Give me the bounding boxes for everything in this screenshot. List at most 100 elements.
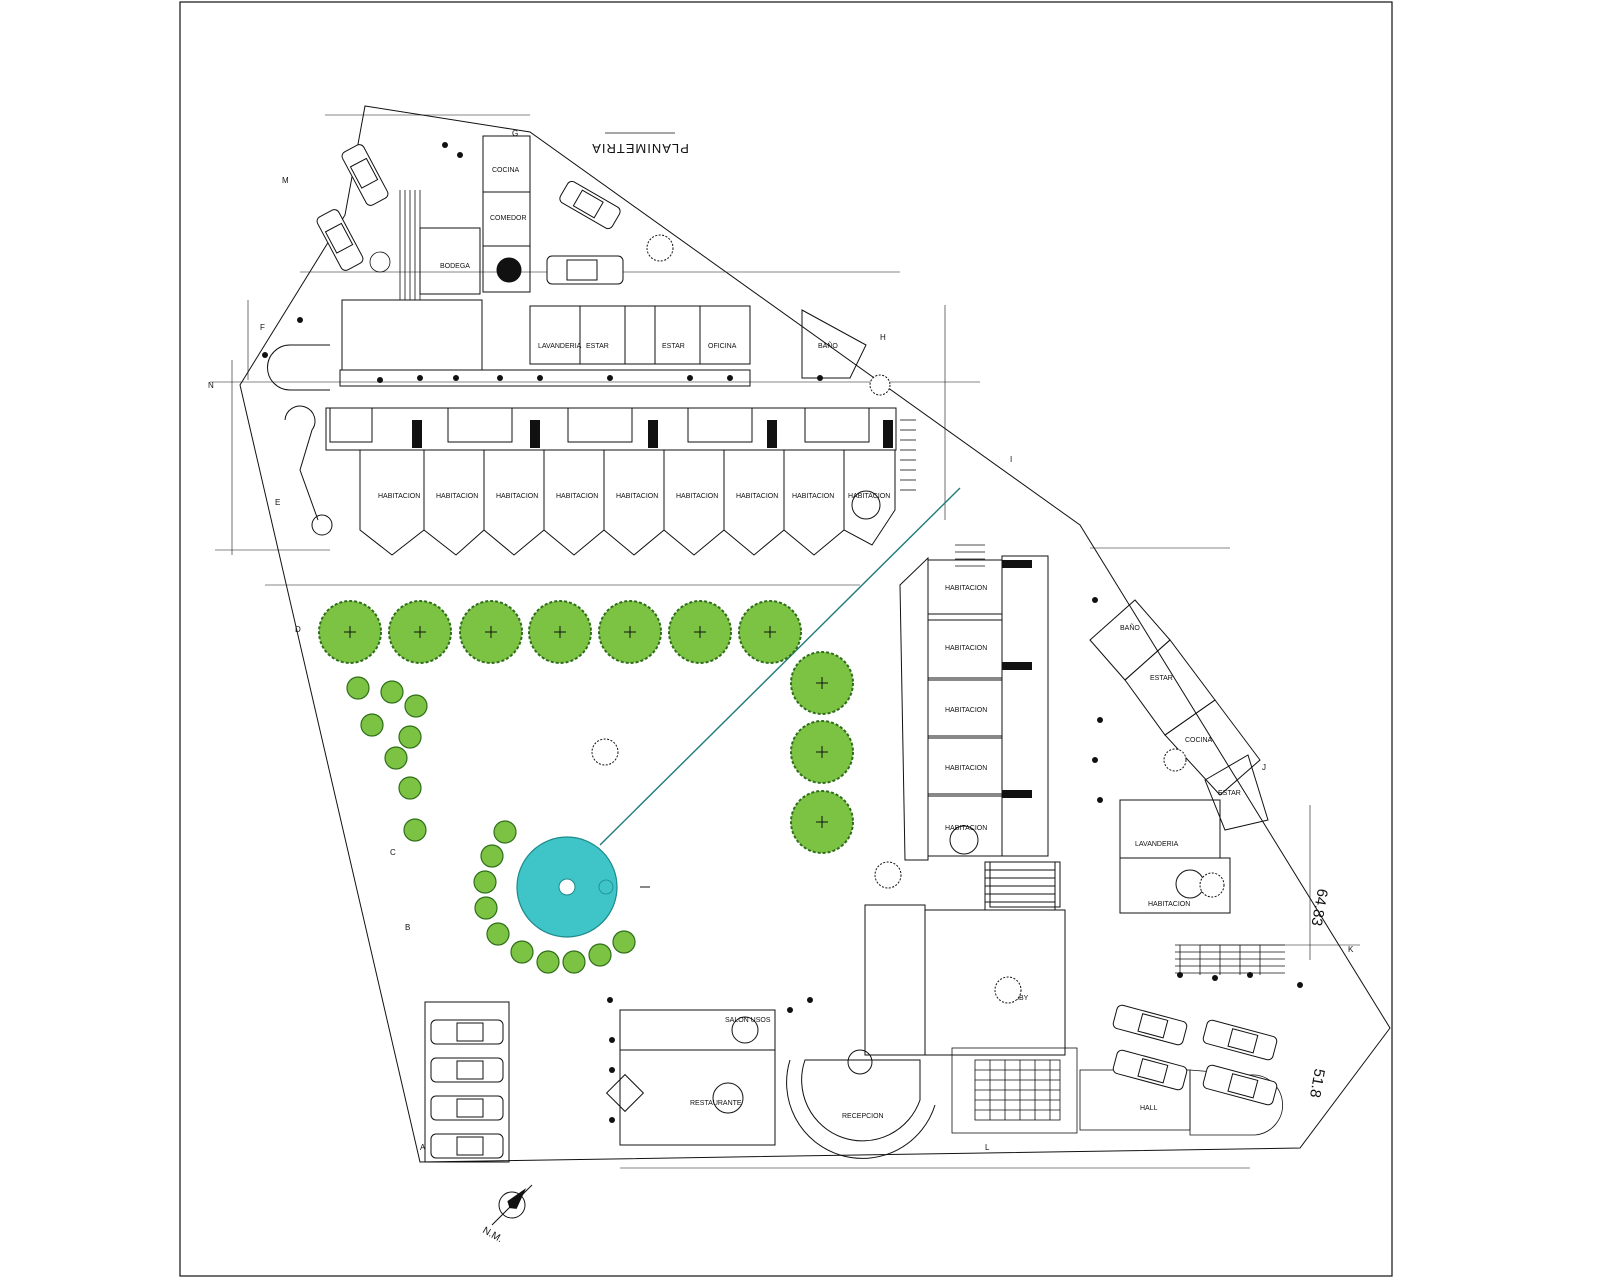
axis-tag-g: G <box>512 129 518 138</box>
tree-icon <box>790 720 854 784</box>
west-walkway <box>267 344 333 536</box>
car-icon <box>430 1019 504 1045</box>
southeast-parking <box>1112 1004 1278 1106</box>
room-label-hall: HALL <box>1140 1105 1158 1112</box>
room-label-habitacion-e5: HABITACION <box>945 825 987 832</box>
east-wing <box>899 555 1061 908</box>
room-label-habitacion-2: HABITACION <box>436 493 478 500</box>
room-label-habitacion-e6: HABITACION <box>1148 901 1190 908</box>
room-label-habitacion-5: HABITACION <box>616 493 658 500</box>
south-building-labels: RESTAURANTE SALON USOS <box>690 1017 771 1107</box>
dimension-text-upper: 64.83 <box>1308 887 1331 927</box>
tree-icon <box>668 600 732 664</box>
room-label-bodega: BODEGA <box>440 263 470 270</box>
car-icon <box>546 255 624 285</box>
plan-title: PLANIMETRIA <box>591 141 689 156</box>
tree-icon <box>790 790 854 854</box>
shrub-icon <box>562 950 586 974</box>
room-label-recepcion: RECEPCION <box>842 1113 884 1120</box>
axis-tag-b: B <box>405 923 410 932</box>
shrub-icon <box>1163 748 1187 772</box>
room-label-oficina: OFICINA <box>708 343 737 350</box>
tree-icon <box>528 600 592 664</box>
tree-icon <box>459 600 523 664</box>
axis-tag-c: C <box>390 848 396 857</box>
east-wing-dark-blocks <box>1002 560 1032 798</box>
guest-room-labels: HABITACION HABITACION HABITACION HABITAC… <box>378 493 890 500</box>
shrub-icon <box>473 870 497 894</box>
room-label-habitacion-e1: HABITACION <box>945 585 987 592</box>
axis-tag-m: M <box>282 176 289 185</box>
guest-room-dark-blocks <box>412 420 893 448</box>
south-building <box>605 1009 776 1146</box>
southwest-parking <box>424 1001 510 1163</box>
room-label-lavanderia: LAVANDERIA <box>538 343 582 350</box>
tree-icon <box>738 600 802 664</box>
south-hatched-block <box>951 1047 1284 1136</box>
svg-text:64.83: 64.83 <box>1308 887 1331 927</box>
shrub-icon <box>346 676 370 700</box>
large-trees <box>318 600 854 854</box>
guest-room-row <box>325 407 897 556</box>
axis-tag-labels: A B C D E F G H I J K L M N <box>208 129 1354 1152</box>
far-east-wing <box>1089 599 1269 914</box>
shrub-icon <box>994 976 1022 1004</box>
shrub-icon <box>493 820 517 844</box>
shrub-icon <box>474 896 498 920</box>
site-boundary <box>239 105 1391 1163</box>
shrub-icon <box>360 713 384 737</box>
shrub-icon <box>874 861 902 889</box>
tree-icon <box>598 600 662 664</box>
car-icon <box>430 1057 504 1083</box>
shrub-icon <box>646 234 674 262</box>
room-label-cocina: COCINA <box>492 167 520 174</box>
car-icon <box>1202 1064 1278 1106</box>
north-arrow-icon <box>491 1184 533 1226</box>
room-label-estar-e2: ESTAR <box>1218 790 1241 797</box>
axis-tag-f: F <box>260 323 265 332</box>
shrub-icon <box>612 930 636 954</box>
dark-plants <box>262 142 1303 1123</box>
shrub-icon <box>536 950 560 974</box>
room-label-habitacion-9: HABITACION <box>848 493 890 500</box>
room-label-habitacion-1: HABITACION <box>378 493 420 500</box>
far-east-wing-labels: BAÑO ESTAR COCINA ESTAR LAVANDERIA HABIT… <box>1120 623 1241 908</box>
tree-icon <box>388 600 452 664</box>
north-cars <box>316 144 624 285</box>
car-icon <box>316 209 364 271</box>
shrub-icon <box>510 940 534 964</box>
shrub-icon <box>398 725 422 749</box>
axis-tag-e: E <box>275 498 280 507</box>
car-icon <box>559 180 621 230</box>
room-label-lavanderia-e: LAVANDERIA <box>1135 841 1179 848</box>
axis-tag-d: D <box>295 625 301 634</box>
shrub-icon <box>384 746 408 770</box>
room-label-habitacion-e2: HABITACION <box>945 645 987 652</box>
room-label-bano-e: BAÑO <box>1120 623 1140 632</box>
axis-tag-l: L <box>985 1143 990 1152</box>
room-label-habitacion-e4: HABITACION <box>945 765 987 772</box>
room-label-habitacion-e3: HABITACION <box>945 707 987 714</box>
pool-icon <box>516 836 650 938</box>
east-stairs <box>900 419 1285 975</box>
north-stairs <box>369 190 421 300</box>
svg-text:PLANIMETRIA: PLANIMETRIA <box>591 141 689 156</box>
axis-tag-i: I <box>1010 455 1012 464</box>
room-label-salon-usos: SALON USOS <box>725 1017 771 1024</box>
shrub-icon <box>380 680 404 704</box>
room-label-habitacion-8: HABITACION <box>792 493 834 500</box>
north-wing-labels: COCINA COMEDOR BODEGA LAVANDERIA ESTAR E… <box>440 167 838 350</box>
shrub-icon <box>403 818 427 842</box>
axis-tag-k: K <box>1348 945 1354 954</box>
gray-shrubs <box>591 234 1225 1004</box>
room-label-estar-2: ESTAR <box>662 343 685 350</box>
room-label-bano: BAÑO <box>818 341 838 350</box>
room-label-habitacion-7: HABITACION <box>736 493 778 500</box>
car-icon <box>1112 1049 1188 1091</box>
car-icon <box>430 1095 504 1121</box>
shrub-icon <box>1199 872 1225 898</box>
shrub-icon <box>404 694 428 718</box>
room-label-estar-1: ESTAR <box>586 343 609 350</box>
shrub-icon <box>480 844 504 868</box>
dimension-text-lower: 51.8 <box>1306 1067 1328 1099</box>
